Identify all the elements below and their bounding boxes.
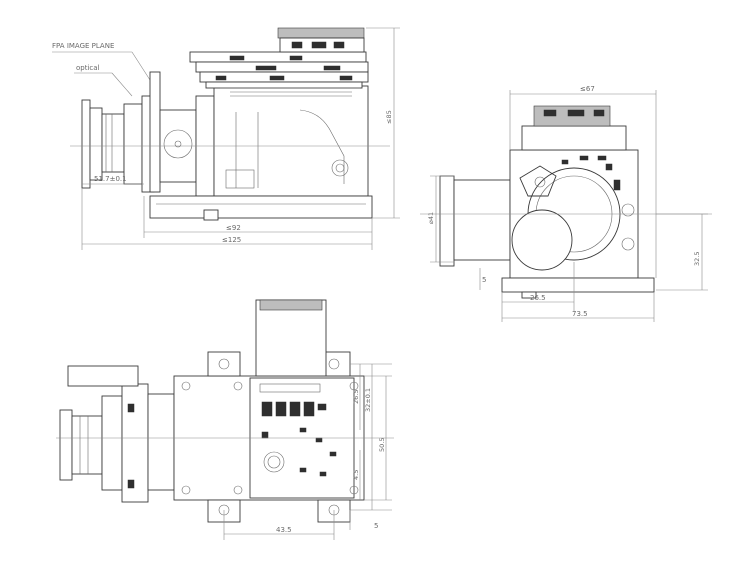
svg-text:⌀41: ⌀41 [427,212,435,224]
lens-barrel [101,113,125,173]
svg-text:51.7±0.1: 51.7±0.1 [94,175,127,183]
front-base [501,277,655,293]
svg-text:26.5: 26.5 [352,390,360,404]
mount-tab-tl [207,351,241,377]
svg-text:50.5: 50.5 [378,438,386,452]
front-lens-flange [439,175,455,267]
svg-text:43.5: 43.5 [276,526,292,534]
front-pcb-stack [521,125,627,151]
front-lens-barrel [453,179,511,261]
bottom-lens-mount [121,383,149,503]
side-view: FPA IMAGE PLANE optical [52,27,400,250]
svg-text:≤85: ≤85 [385,110,393,124]
optical-label: optical [76,64,100,72]
connector-top [277,27,365,39]
lens-mount-plate [149,71,161,193]
fpa-image-plane-label: FPA IMAGE PLANE [52,42,114,50]
main-body [213,85,369,197]
front-gear [511,209,573,271]
svg-text:73.5: 73.5 [572,310,588,318]
bottom-view: 26.5 32±0.1 50.5 4.5 5 43.5 [56,299,394,540]
front-mechanism [519,165,557,197]
front-view: ≤67 ⌀41 5 26.5 73.5 32.5 [420,85,712,322]
svg-text:5: 5 [482,276,486,284]
svg-text:26.5: 26.5 [530,294,546,302]
component [261,401,273,417]
svg-text:≤125: ≤125 [222,236,241,244]
svg-text:32.5: 32.5 [693,252,701,266]
svg-text:5: 5 [374,522,378,530]
mount-hole [331,159,349,177]
svg-text:4.5: 4.5 [352,470,360,480]
base-plate [149,195,373,219]
lens-front-flange [81,99,91,189]
pcb-top [189,51,367,63]
bottom-lens-flange [59,409,73,481]
bottom-connector-column [255,299,327,377]
svg-text:≤67: ≤67 [580,85,595,93]
svg-text:32±0.1: 32±0.1 [364,388,372,412]
svg-text:≤92: ≤92 [226,224,241,232]
bottom-lens-barrel [71,415,103,475]
